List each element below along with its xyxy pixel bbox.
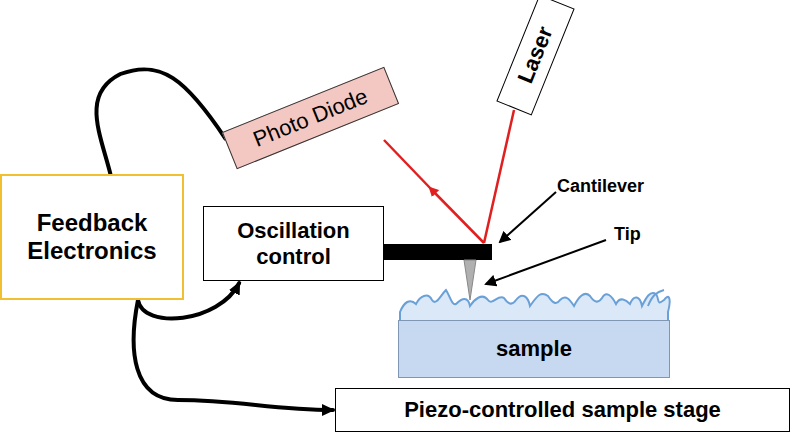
part-label: Cantilever (557, 176, 644, 197)
box-label: Laser (512, 23, 557, 87)
box-label: Feedback Electronics (2, 209, 182, 264)
box-label: Piezo-controlled sample stage (404, 397, 721, 422)
sample-surface (400, 290, 670, 320)
surface-spike (648, 290, 664, 306)
tip (464, 260, 476, 300)
reflected-beam (432, 190, 484, 243)
oscillation-box: Oscillation control (203, 206, 384, 281)
leader-line (486, 240, 606, 284)
cantilever (370, 244, 492, 260)
box-label: sample (496, 336, 572, 361)
stage-box: Piezo-controlled sample stage (335, 388, 790, 432)
signal-wire (134, 300, 333, 410)
signal-wire (96, 69, 225, 174)
laser-box: Laser (496, 0, 574, 115)
part-label: Tip (614, 224, 641, 245)
leader-line (500, 192, 556, 242)
box-label: Oscillation control (204, 218, 383, 269)
box-label: Photo Diode (249, 84, 371, 153)
photodiode-box: Photo Diode (221, 67, 398, 170)
laser-beam (484, 110, 514, 243)
feedback-box: Feedback Electronics (0, 174, 184, 300)
reflected-beam (384, 140, 432, 190)
sample-box: sample (398, 320, 670, 378)
